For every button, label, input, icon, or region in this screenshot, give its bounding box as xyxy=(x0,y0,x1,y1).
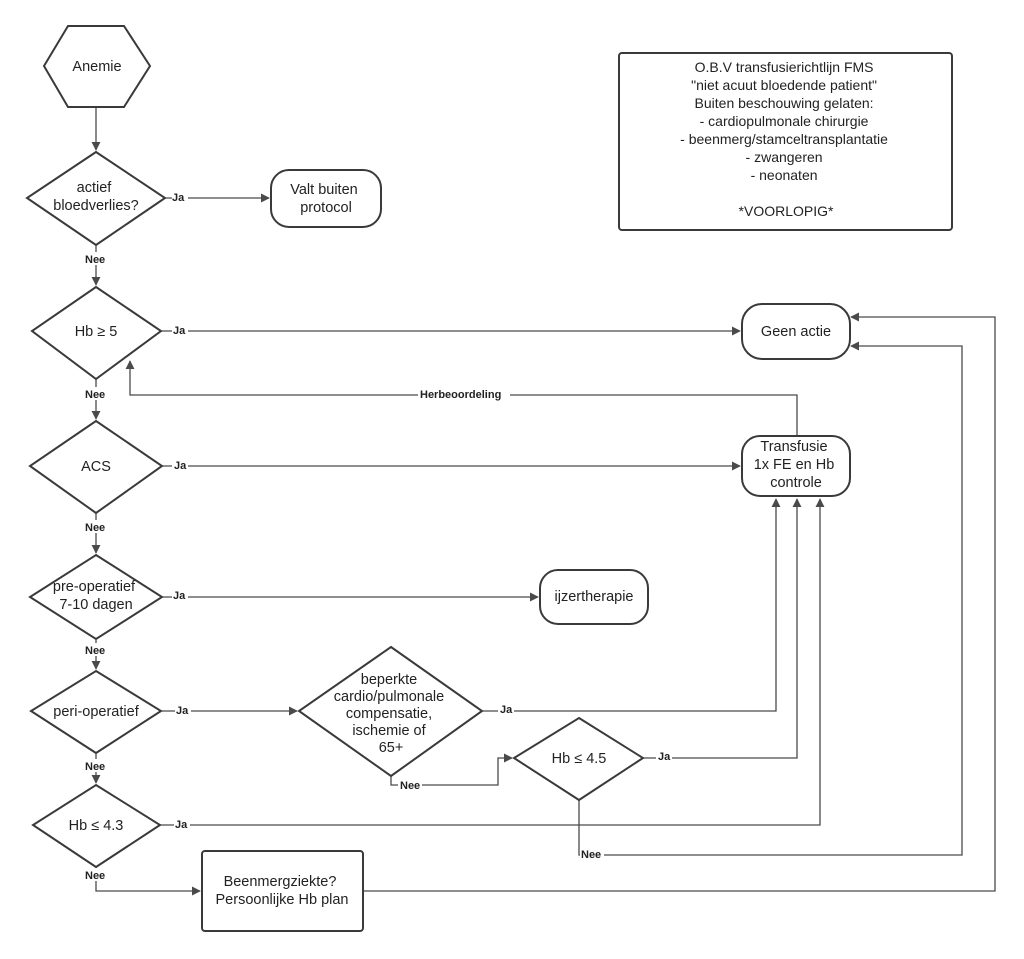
label-hb43-ja: Ja xyxy=(175,819,188,831)
edge-beperkte-ja xyxy=(482,498,781,712)
svg-text:pre-operatief 7-10 dagen: pre-operatief 7-10 dagen xyxy=(53,579,139,613)
node-transfusie-line-2: 1x FE en Hb xyxy=(754,457,835,473)
node-bloedverlies-line-1: actief xyxy=(77,180,113,196)
label-hb5-ja: Ja xyxy=(173,325,186,337)
node-beperkte-line-5: 65+ xyxy=(379,740,404,756)
note-line-5: - beenmerg/stamceltransplantatie xyxy=(680,131,888,147)
edge-beenmerg-to-geen-actie xyxy=(363,312,996,892)
node-preop-line-1: pre-operatief xyxy=(53,579,136,595)
label-bloedverlies-nee: Nee xyxy=(85,254,105,266)
note-line-9: *VOORLOPIG* xyxy=(739,203,834,219)
node-hb5-label: Hb ≥ 5 xyxy=(75,324,118,340)
edge-beperkte-nee xyxy=(390,753,513,786)
node-bloedverlies-line-2: bloedverlies? xyxy=(53,198,138,214)
note-line-4: - cardiopulmonale chirurgie xyxy=(700,113,869,129)
label-hb45-ja: Ja xyxy=(658,751,671,763)
note-line-6: - zwangeren xyxy=(746,149,823,165)
label-hb43-nee: Nee xyxy=(85,870,105,882)
node-periop-label: peri-operatief xyxy=(53,704,139,720)
label-periop-nee: Nee xyxy=(85,761,105,773)
edge-labels: Ja Nee Ja Nee Herbeoordeling Ja Nee Ja N… xyxy=(84,191,672,882)
node-transfusie: Transfusie 1x FE en Hb controle xyxy=(741,435,851,497)
node-beperkte-line-1: beperkte xyxy=(361,672,417,688)
label-acs-ja: Ja xyxy=(174,460,187,472)
node-buiten-protocol-line-1: Valt buiten xyxy=(290,182,357,198)
node-geen-actie-label: Geen actie xyxy=(761,324,831,340)
node-hb45: Hb ≤ 4.5 xyxy=(512,716,645,802)
edge-hb45-nee xyxy=(578,341,963,856)
edge-hb43-nee xyxy=(95,867,201,896)
label-beperkte-ja: Ja xyxy=(500,704,513,716)
node-beenmerg: Beenmergziekte? Persoonlijke Hb plan xyxy=(201,850,364,932)
svg-text:O.B.V transfusierichtlijn FMS: O.B.V transfusierichtlijn FMS "niet acuu… xyxy=(680,59,892,219)
node-bloedverlies: actief bloedverlies? xyxy=(25,150,167,247)
label-preop-nee: Nee xyxy=(85,645,105,657)
node-anemie: Anemie xyxy=(42,25,152,108)
node-transfusie-line-3: controle xyxy=(770,475,822,491)
svg-text:actief bloedverlies?: actief bloedverlies? xyxy=(53,180,138,214)
node-preop: pre-operatief 7-10 dagen xyxy=(28,553,164,641)
node-buiten-protocol: Valt buiten protocol xyxy=(270,169,382,228)
label-hb45-nee: Nee xyxy=(581,849,601,861)
label-preop-ja: Ja xyxy=(173,590,186,602)
node-ijzertherapie-label: ijzertherapie xyxy=(555,589,634,605)
node-beenmerg-line-2: Persoonlijke Hb plan xyxy=(216,892,349,908)
edge-hb43-ja xyxy=(160,498,825,826)
svg-text:Beenmergziekte? Persoonl: Beenmergziekte? Persoonlijke Hb plan xyxy=(216,874,349,908)
node-acs: ACS xyxy=(28,419,164,515)
label-hb5-nee: Nee xyxy=(85,389,105,401)
node-beperkte-line-2: cardio/pulmonale xyxy=(334,689,444,705)
node-periop: peri-operatief xyxy=(29,669,163,755)
edge-hb45-ja xyxy=(643,498,802,759)
note-line-1: O.B.V transfusierichtlijn FMS xyxy=(695,59,874,75)
node-beperkte: beperkte cardio/pulmonale compensatie, i… xyxy=(297,645,484,778)
label-acs-nee: Nee xyxy=(85,522,105,534)
note-line-3: Buiten beschouwing gelaten: xyxy=(695,95,874,111)
note-box: O.B.V transfusierichtlijn FMS "niet acuu… xyxy=(618,52,953,231)
svg-text:beperkte cardio/pulmonal: beperkte cardio/pulmonale compensatie, i… xyxy=(334,672,448,756)
node-ijzertherapie: ijzertherapie xyxy=(539,569,649,625)
node-geen-actie: Geen actie xyxy=(741,303,851,360)
node-acs-label: ACS xyxy=(81,459,111,475)
node-beenmerg-line-1: Beenmergziekte? xyxy=(224,874,337,890)
node-transfusie-line-1: Transfusie xyxy=(760,439,827,455)
label-periop-ja: Ja xyxy=(176,705,189,717)
node-hb5: Hb ≥ 5 xyxy=(30,285,163,381)
node-hb45-label: Hb ≤ 4.5 xyxy=(552,751,607,767)
node-beperkte-line-4: ischemie of xyxy=(352,723,426,739)
note-line-2: "niet acuut bloedende patient" xyxy=(691,77,877,93)
label-herbeoordeling: Herbeoordeling xyxy=(420,389,501,401)
label-beperkte-nee: Nee xyxy=(400,780,420,792)
node-hb43: Hb ≤ 4.3 xyxy=(31,783,162,869)
note-line-7: - neonaten xyxy=(751,167,818,183)
svg-text:Transfusie 1x FE en Hb: Transfusie 1x FE en Hb controle xyxy=(754,439,839,491)
node-preop-line-2: 7-10 dagen xyxy=(59,597,132,613)
node-hb43-label: Hb ≤ 4.3 xyxy=(69,818,124,834)
label-bloedverlies-ja: Ja xyxy=(172,192,185,204)
node-anemie-label: Anemie xyxy=(72,59,121,75)
node-beperkte-line-3: compensatie, xyxy=(346,706,432,722)
svg-text:Valt buiten protocol: Valt buiten protocol xyxy=(290,182,361,216)
node-buiten-protocol-line-2: protocol xyxy=(300,200,352,216)
